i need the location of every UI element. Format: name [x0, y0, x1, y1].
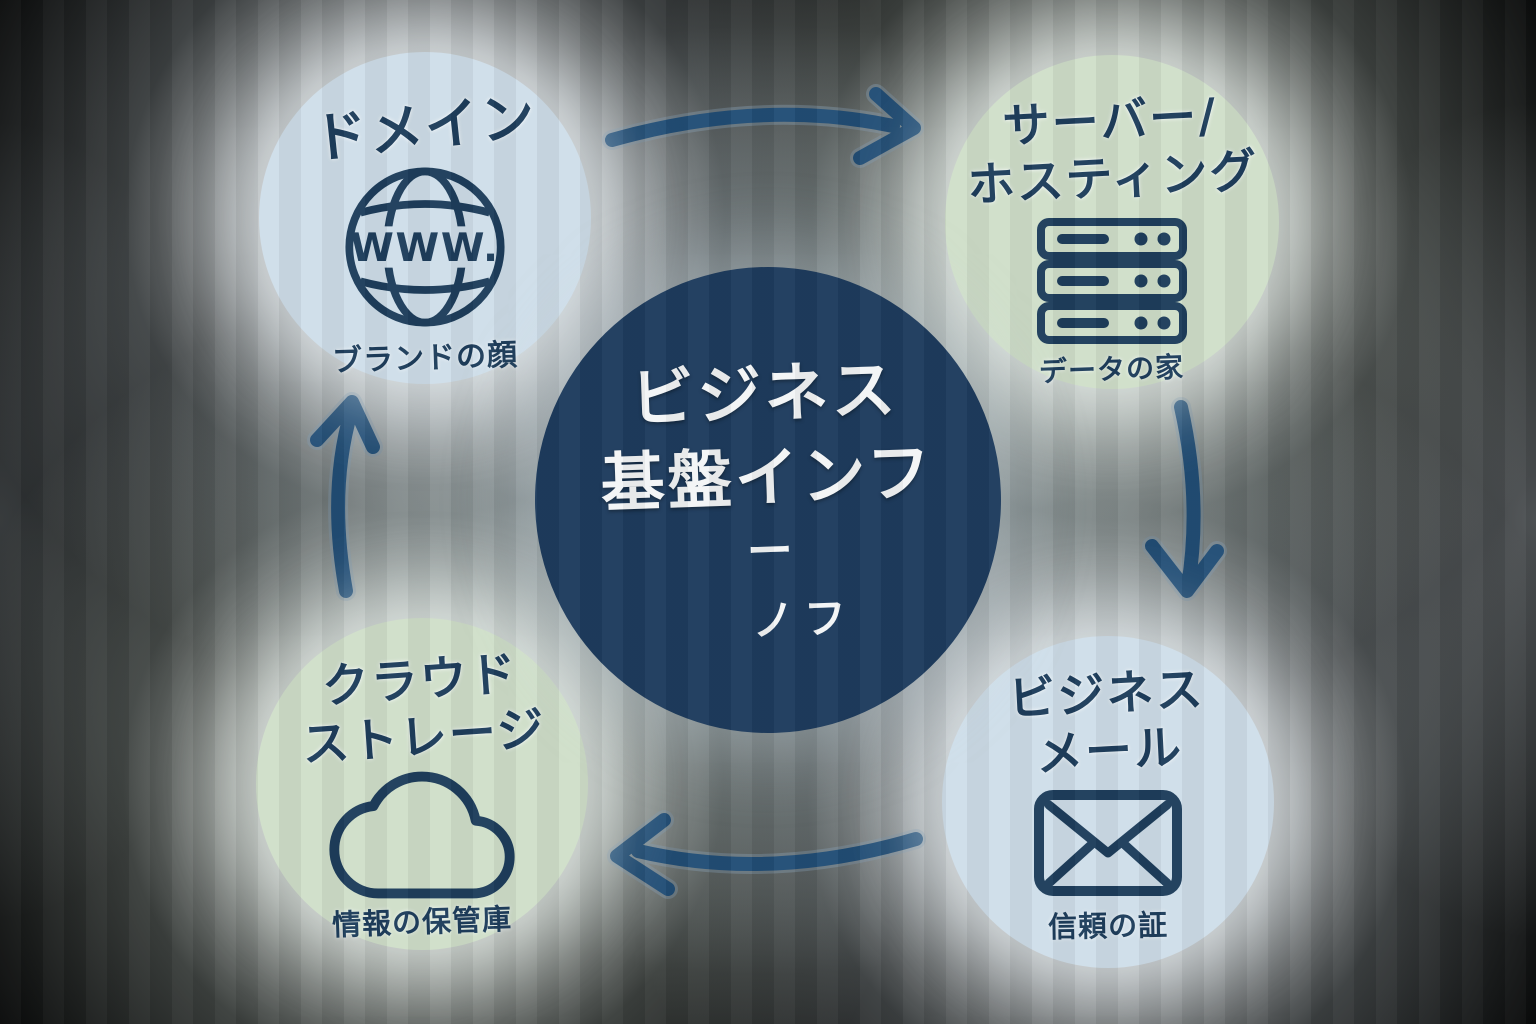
center-title-line1: ビジネス: [629, 353, 900, 437]
arrow-server-to-email-icon: [1142, 397, 1227, 601]
globe-www-icon: WWW.: [345, 167, 505, 327]
arrow-email-to-cloud-icon: [607, 810, 926, 899]
node-business-email: ビジネス メール 信頼の証: [942, 636, 1274, 968]
center-hub: ビジネス 基盤インフ ー ノフ: [527, 259, 1009, 741]
globe-www-label: WWW.: [350, 225, 500, 271]
node-domain: ドメイン WWW. ブランドの顔: [259, 52, 591, 384]
node-cloud-title: クラウド ストレージ: [300, 646, 548, 774]
node-domain-title: ドメイン: [310, 84, 540, 171]
center-title-line4: ノフ: [751, 592, 858, 646]
server-rack-icon: [1037, 217, 1187, 344]
node-cloud-caption: 情報の保管庫: [331, 901, 513, 942]
arrow-cloud-to-domain-icon: [307, 392, 383, 601]
cloud-icon: [329, 771, 515, 899]
node-server-title: サーバー/ ホスティング: [966, 88, 1261, 214]
node-email-title: ビジネス メール: [1007, 661, 1206, 784]
node-email-caption: 信頼の証: [1047, 907, 1169, 944]
node-domain-caption: ブランドの顔: [331, 338, 519, 380]
node-server-caption: データの家: [1039, 350, 1186, 389]
center-title-line3: ー: [745, 523, 794, 579]
center-title-line2: 基盤インフ: [599, 436, 936, 523]
node-server-hosting: サーバー/ ホスティング データの家: [945, 55, 1279, 389]
envelope-icon: [1034, 789, 1182, 896]
node-cloud-storage: クラウド ストレージ 情報の保管庫: [256, 618, 588, 950]
arrow-domain-to-server-icon: [602, 84, 924, 168]
